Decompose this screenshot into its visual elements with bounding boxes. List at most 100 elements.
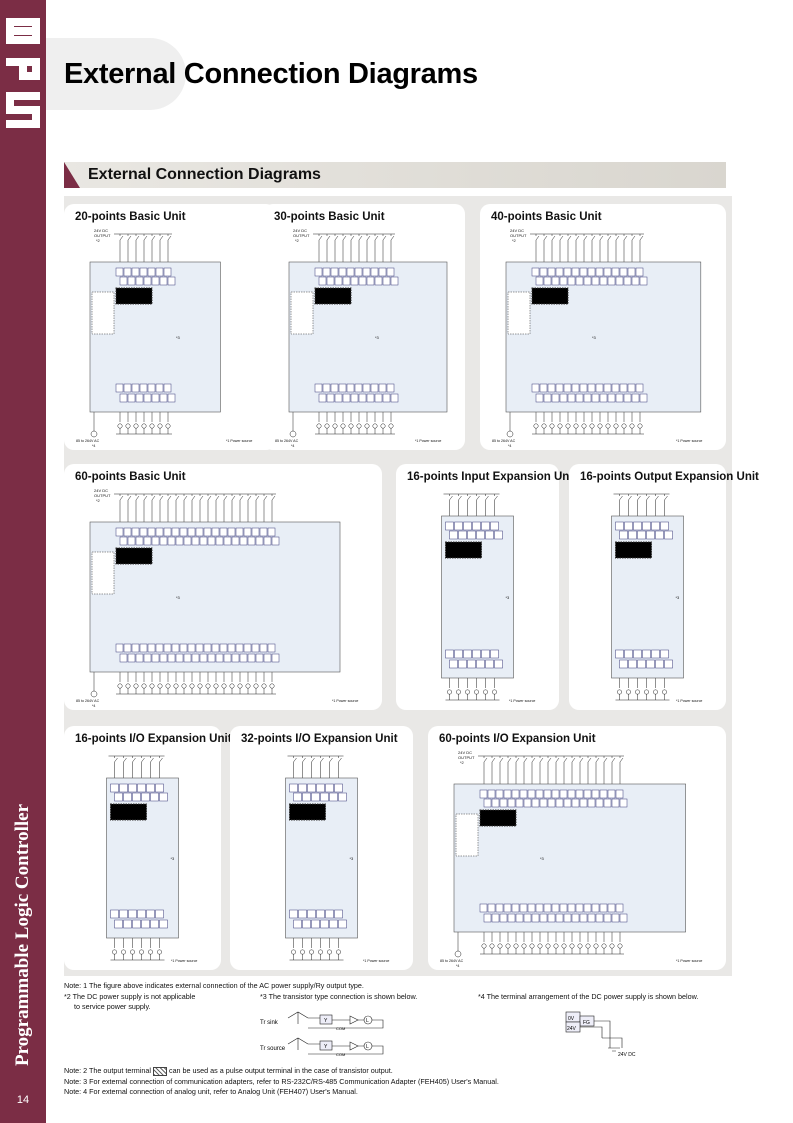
star-3-label: *3 bbox=[540, 856, 545, 861]
ac-range-label: 85 to 264V AC bbox=[492, 439, 516, 443]
note-dc-b: to service power supply. bbox=[74, 1002, 151, 1011]
y-label-2: Y bbox=[324, 1044, 328, 1050]
section-bar bbox=[64, 162, 726, 188]
header-band bbox=[46, 38, 186, 110]
star-3-label: *3 bbox=[506, 595, 511, 600]
dc-output-label-2: OUTPUT bbox=[293, 233, 310, 238]
ac-range-label: 85 to 264V AC bbox=[76, 699, 100, 703]
note-1: Note: 1 The figure above indicates exter… bbox=[64, 981, 364, 990]
l-label-1: L bbox=[366, 1018, 369, 1024]
star-3-label: *3 bbox=[676, 595, 681, 600]
vertical-title: Programmable Logic Controller bbox=[12, 803, 33, 1067]
tr-source-label: Tr source bbox=[260, 1046, 286, 1052]
dc-output-label: 24V DC bbox=[94, 228, 108, 233]
note-4: Note: 4 For external connection of analo… bbox=[64, 1087, 358, 1096]
diagram-panel: 16-points Input Expansion Unit *3 *1 Power… bbox=[396, 464, 576, 710]
star-3-label: *3 bbox=[375, 335, 380, 340]
panel-title: 60-points Basic Unit bbox=[75, 471, 186, 483]
dc-output-label: 24V DC bbox=[458, 750, 472, 755]
l-label-2: L bbox=[366, 1044, 369, 1050]
dc-output-label: 24V DC bbox=[510, 228, 524, 233]
dc-output-label-2: OUTPUT bbox=[94, 493, 111, 498]
star-4-label: *4 bbox=[92, 444, 95, 448]
note-3: Note: 3 For external connection of commu… bbox=[64, 1076, 499, 1086]
wiring-diagram: *3 *1 Power source bbox=[441, 493, 535, 703]
com-label-1: COM bbox=[336, 1026, 345, 1031]
panel-title: 40-points Basic Unit bbox=[491, 211, 602, 223]
star-3-label: *3 bbox=[176, 595, 181, 600]
wiring-diagram: *3 *1 Power source bbox=[285, 755, 389, 963]
note-2b: can be used as a pulse output terminal i… bbox=[168, 1066, 393, 1075]
v24dc-label: 24V DC bbox=[618, 1052, 636, 1058]
panel-title: 16-points Output Expansion Unit bbox=[580, 471, 759, 483]
dc-output-label-2: OUTPUT bbox=[458, 755, 475, 760]
star-2-label: *2 bbox=[96, 238, 101, 243]
star-2-label: *2 bbox=[295, 238, 300, 243]
panel-title: 20-points Basic Unit bbox=[75, 211, 186, 223]
power-source-label: *1 Power source bbox=[509, 699, 535, 703]
fg-label: FG bbox=[583, 1020, 590, 1026]
diagram-panel: 16-points I/O Expansion Unit *3 *1 Power s… bbox=[64, 726, 232, 970]
zero-v-label: 0V bbox=[568, 1016, 575, 1022]
panel-title: 16-points Input Expansion Unit bbox=[407, 471, 577, 483]
dc-output-label: 24V DC bbox=[293, 228, 307, 233]
diagram-panel: 32-points I/O Expansion Unit *3 *1 Power s… bbox=[230, 726, 413, 970]
section-title: External Connection Diagrams bbox=[88, 166, 321, 183]
star-2-label: *2 bbox=[512, 238, 517, 243]
note-2a: Note: 2 The output terminal bbox=[64, 1066, 151, 1075]
sidebar: Programmable Logic Controller 14 bbox=[0, 0, 46, 1123]
diagram-panel: 16-points Output Expansion Unit *3 *1 Powe… bbox=[569, 464, 759, 710]
power-source-label: *1 Power source bbox=[363, 959, 389, 963]
transistor-diagram: Tr sink Tr source Y Y COM COM L L bbox=[260, 1011, 384, 1057]
v24-label: 24V bbox=[567, 1026, 577, 1032]
power-source-label: *1 Power source bbox=[676, 699, 702, 703]
power-source-label: *1 Power source bbox=[171, 959, 197, 963]
star-4-label: *4 bbox=[92, 704, 95, 708]
spb-logo bbox=[6, 18, 40, 128]
power-source-label: *1 Power source bbox=[676, 439, 702, 443]
panel-title: 16-points I/O Expansion Unit bbox=[75, 733, 232, 745]
panel-title: 30-points Basic Unit bbox=[274, 211, 385, 223]
power-source-label: *1 Power source bbox=[676, 959, 702, 963]
page-number: 14 bbox=[16, 1094, 30, 1106]
power-source-label: *1 Power source bbox=[332, 699, 358, 703]
bottom-notes: Note: 2 The output terminal can be used … bbox=[64, 1066, 499, 1098]
com-label-2: COM bbox=[336, 1052, 345, 1057]
star-3-label: *3 bbox=[171, 856, 176, 861]
y-label-1: Y bbox=[324, 1018, 328, 1024]
star-4-label: *4 bbox=[456, 964, 459, 968]
panel-title: 60-points I/O Expansion Unit bbox=[439, 733, 596, 745]
note-dc-a: *2 The DC power supply is not applicable bbox=[64, 992, 196, 1001]
note-terminal: *4 The terminal arrangement of the DC po… bbox=[478, 992, 699, 1001]
star-4-label: *4 bbox=[508, 444, 511, 448]
wiring-diagram: *3 *1 Power source bbox=[611, 493, 702, 703]
panel-title: 32-points I/O Expansion Unit bbox=[241, 733, 398, 745]
hatch-icon bbox=[152, 1066, 167, 1076]
tr-sink-label: Tr sink bbox=[260, 1020, 279, 1026]
star-4-label: *4 bbox=[291, 444, 294, 448]
star-3-label: *3 bbox=[592, 335, 597, 340]
star-3-label: *3 bbox=[176, 335, 181, 340]
dc-output-label-2: OUTPUT bbox=[510, 233, 527, 238]
star-2-label: *2 bbox=[96, 498, 101, 503]
star-3-label: *3 bbox=[350, 856, 355, 861]
wiring-diagram: *3 *1 Power source bbox=[106, 755, 197, 963]
dc-output-label: 24V DC bbox=[94, 488, 108, 493]
ac-range-label: 85 to 264V AC bbox=[275, 439, 299, 443]
dc-output-label-2: OUTPUT bbox=[94, 233, 111, 238]
note-2: Note: 2 The output terminal can be used … bbox=[64, 1066, 499, 1077]
power-source-label: *1 Power source bbox=[415, 439, 441, 443]
section-wedge bbox=[64, 162, 80, 188]
ac-range-label: 85 to 264V AC bbox=[76, 439, 100, 443]
star-2-label: *2 bbox=[460, 760, 465, 765]
page-title: External Connection Diagrams bbox=[64, 58, 478, 90]
